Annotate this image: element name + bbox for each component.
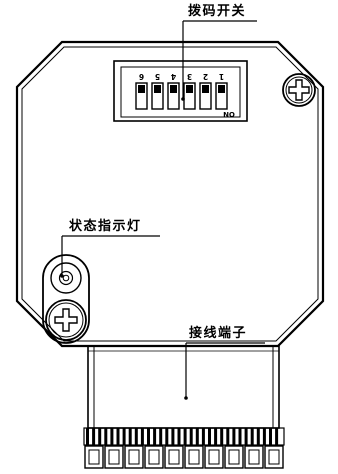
terminal-leader-dot (184, 396, 188, 400)
terminal-tooth (140, 428, 144, 445)
terminal-tooth (116, 428, 120, 445)
dip-number-2: 2 (203, 72, 208, 81)
terminal-body (87, 345, 280, 429)
terminal-tooth (153, 428, 157, 445)
dip-number-1: 1 (219, 72, 224, 81)
dip-switch-outer (113, 60, 248, 122)
terminal-tooth (177, 428, 181, 445)
terminal-tooth (214, 428, 218, 445)
dip-slider-1 (215, 82, 228, 110)
terminal-tooth (208, 428, 211, 445)
terminal-cell-inner (268, 449, 280, 465)
terminal-cell-inner (248, 449, 260, 465)
terminal-cell (164, 445, 184, 469)
screw-top-right (282, 73, 316, 107)
dip-switch-label: 拨码开关 (188, 4, 247, 19)
led-leader-dot (60, 274, 64, 278)
terminal-cell (244, 445, 264, 469)
terminal-cell-inner (208, 449, 220, 465)
terminal-tooth (183, 428, 187, 445)
terminal-tooth (110, 428, 114, 445)
terminal-tooth (92, 428, 96, 445)
terminal-cells (84, 445, 284, 469)
terminal-cell-inner (88, 449, 100, 465)
terminal-tooth (256, 428, 260, 445)
terminal-tooth (98, 428, 102, 445)
terminal-tooth (195, 428, 199, 445)
terminal-tooth (104, 428, 108, 445)
terminal-tooth (171, 428, 175, 445)
dip-number-3: 3 (187, 72, 192, 81)
terminal-tooth (220, 428, 224, 445)
terminal-tooth (269, 428, 272, 445)
terminal-cell (144, 445, 164, 469)
terminal-tooth (128, 428, 132, 445)
terminal-tooth (134, 428, 138, 445)
terminal-tooth (159, 428, 163, 445)
dip-switch-inner (120, 66, 241, 118)
dip-number-5: 5 (155, 72, 160, 81)
terminal-tooth (189, 428, 193, 445)
terminal-tooth (86, 428, 89, 445)
terminal-tooth (232, 428, 236, 445)
terminal-tooth (201, 428, 205, 445)
terminal-tooth (275, 428, 279, 445)
terminal-cell (204, 445, 224, 469)
terminal-cell (184, 445, 204, 469)
terminal-cell (124, 445, 144, 469)
terminal-cell-inner (148, 449, 160, 465)
terminal-cell-inner (188, 449, 200, 465)
terminal-tooth (147, 428, 150, 445)
dip-slider-3 (183, 82, 196, 110)
terminal-tooth (244, 428, 248, 445)
status-led-label: 状态指示灯 (69, 219, 142, 234)
status-led (58, 270, 74, 286)
terminal-cell (264, 445, 284, 469)
terminal-tooth (250, 428, 254, 445)
terminal-tooth-frame (83, 427, 285, 446)
terminal-block (83, 345, 285, 469)
terminal-cell (224, 445, 244, 469)
terminal-tooth (122, 428, 126, 445)
dip-slider-2 (199, 82, 212, 110)
terminal-teeth (83, 427, 285, 446)
terminal-cell-inner (108, 449, 120, 465)
terminal-tooth (226, 428, 230, 445)
leader-lines (60, 20, 265, 400)
dip-switch: 6 5 4 3 2 1 ON (113, 60, 248, 122)
terminal-cell-inner (228, 449, 240, 465)
terminal-cell-inner (168, 449, 180, 465)
dip-leader-dot (181, 97, 185, 101)
terminal-cell (104, 445, 124, 469)
dip-number-4: 4 (171, 72, 176, 81)
terminal-cell (84, 445, 104, 469)
terminal-label: 接线端子 (189, 326, 248, 341)
led-screw-boss (42, 254, 90, 344)
dip-on-label: ON (223, 110, 235, 118)
dip-slider-6 (135, 82, 148, 110)
dip-number-6: 6 (139, 72, 144, 81)
housing-inner (21, 46, 319, 342)
terminal-cell-inner (128, 449, 140, 465)
dip-slider-5 (151, 82, 164, 110)
terminal-tooth (238, 428, 242, 445)
terminal-tooth (262, 428, 266, 445)
dip-slider-4 (167, 82, 180, 110)
terminal-tooth (165, 428, 169, 445)
